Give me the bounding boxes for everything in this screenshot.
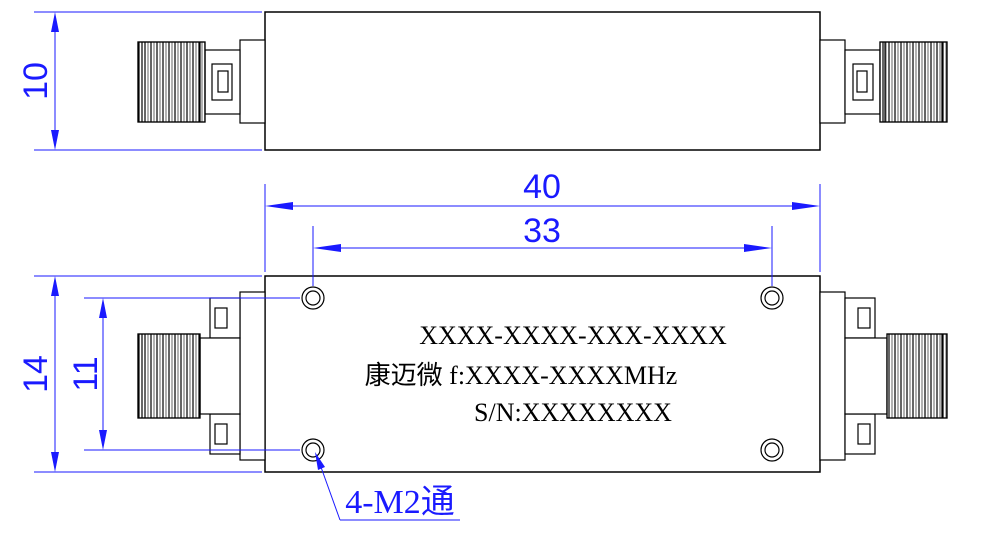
dim-top-height-label: 10 (17, 62, 55, 100)
hole-bottom-left (301, 438, 325, 462)
top-body (264, 11, 821, 151)
top-left-connector (137, 39, 266, 124)
dim-overall-length (264, 184, 821, 272)
front-left-connector (137, 291, 266, 461)
top-view: 10 (17, 11, 948, 151)
hole-callout-leader (315, 452, 460, 521)
mounting-holes (301, 286, 784, 462)
dim-body-height-label: 14 (17, 355, 55, 393)
front-right-connector (819, 291, 948, 461)
dim-hole-spacing-x-label: 33 (523, 212, 561, 250)
dim-hole-spacing-y-label: 11 (67, 356, 105, 391)
dim-top-height (34, 11, 262, 151)
hole-bottom-right (760, 438, 784, 462)
hole-callout-label: 4-M2通 (345, 484, 455, 521)
serial-label: S/N:XXXXXXXX (474, 398, 672, 427)
front-view: XXXX-XXXX-XXX-XXXX 康迈微 f:XXXX-XXXXMHz S/… (17, 168, 948, 521)
top-right-connector (819, 39, 948, 124)
dim-body-height (34, 275, 262, 473)
dim-overall-length-label: 40 (523, 168, 561, 206)
hole-top-left (301, 286, 325, 310)
brand-freq-label: 康迈微 f:XXXX-XXXXMHz (365, 361, 678, 390)
dim-hole-spacing-x (312, 226, 773, 286)
hole-top-right (760, 286, 784, 310)
part-number-label: XXXX-XXXX-XXX-XXXX (419, 321, 727, 350)
dim-hole-spacing-y (84, 297, 300, 451)
